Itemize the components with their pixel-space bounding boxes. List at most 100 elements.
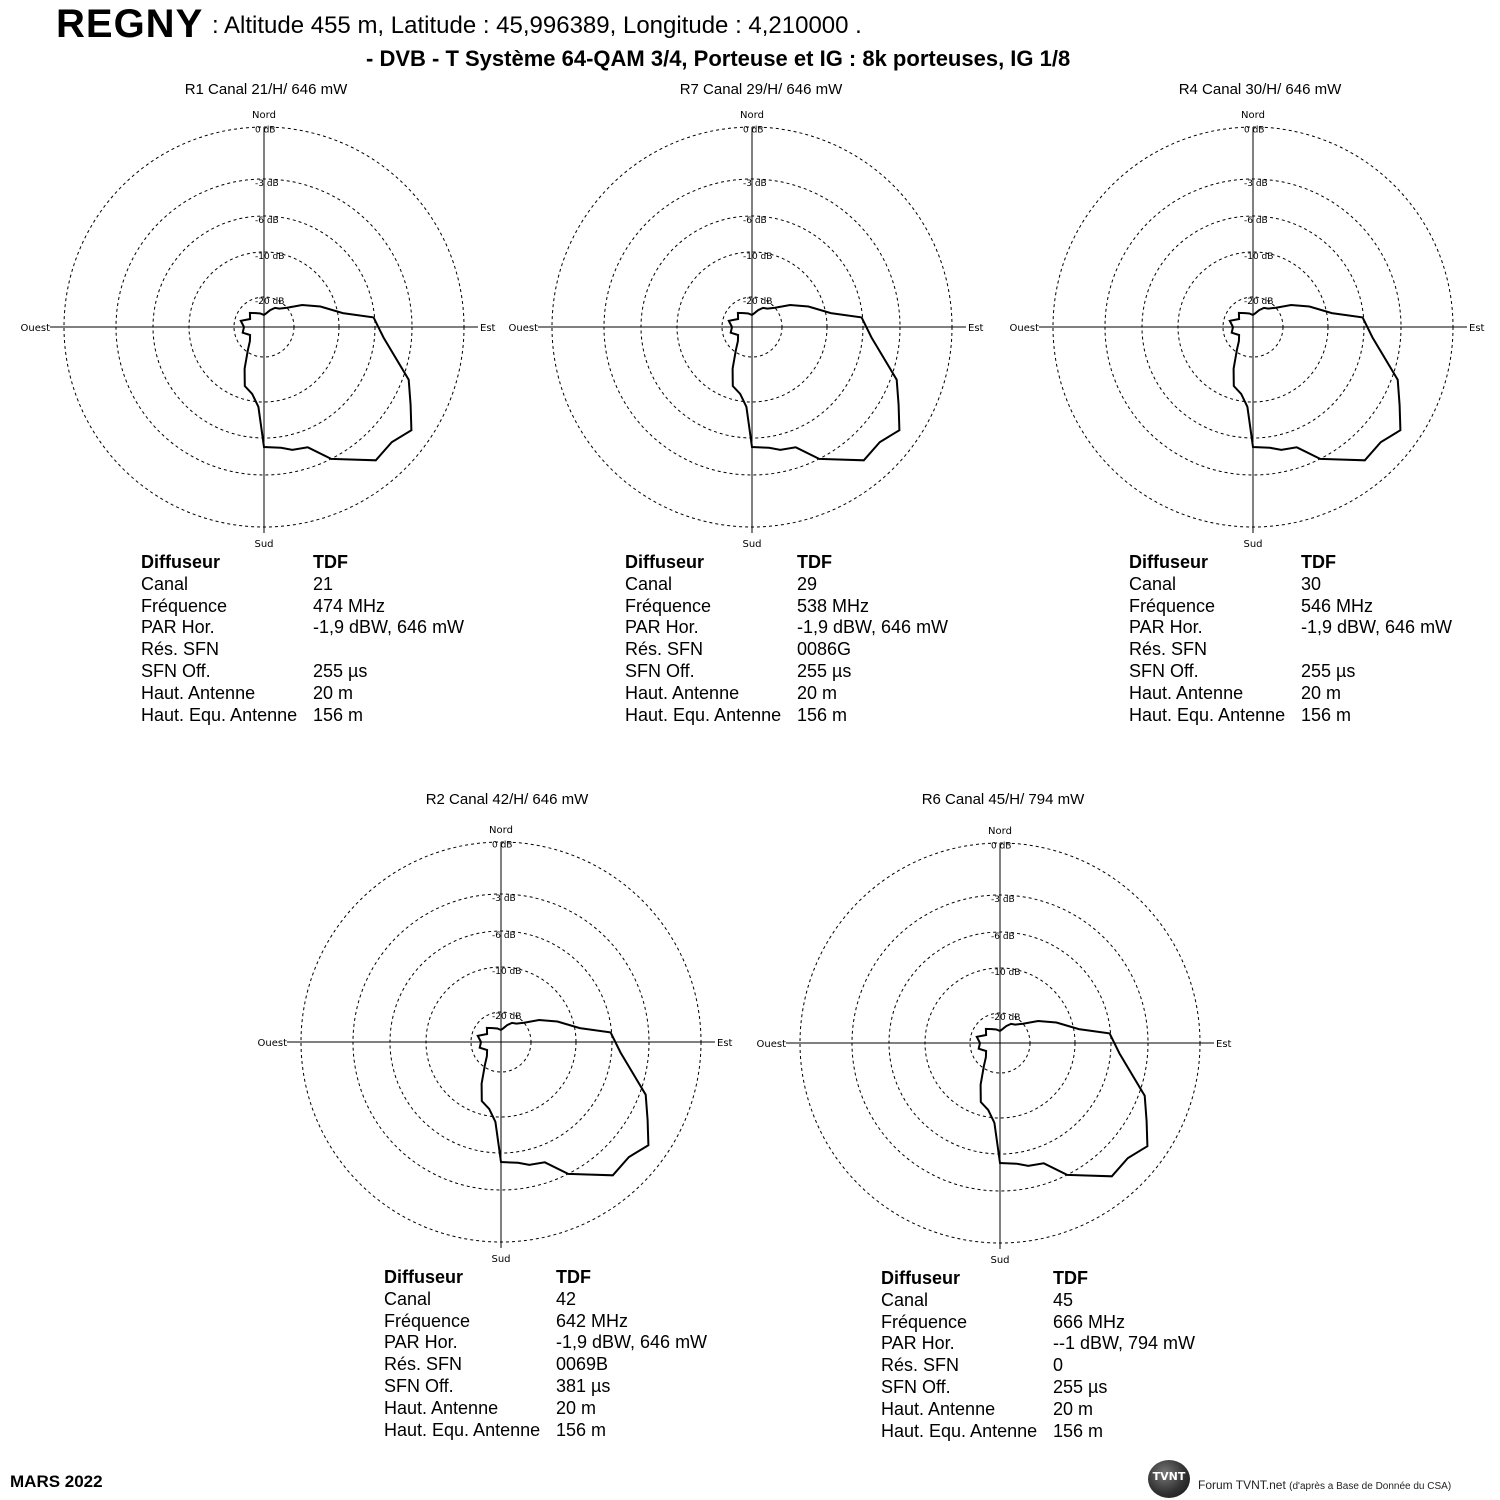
east-label: Est bbox=[968, 323, 984, 334]
info-value: TDF bbox=[1053, 1268, 1088, 1288]
info-key: Haut. Antenne bbox=[384, 1397, 499, 1418]
west-label: Ouest bbox=[21, 323, 51, 334]
db-ring-label: -3 dB bbox=[1244, 179, 1268, 189]
info-key: Diffuseur bbox=[881, 1268, 961, 1288]
info-key: Diffuseur bbox=[625, 552, 705, 572]
info-row: SFN Off.255 µs bbox=[141, 661, 464, 683]
info-value: 156 m bbox=[1301, 704, 1352, 725]
info-row: SFN Off.255 µs bbox=[625, 661, 948, 683]
chart-caption: R2 Canal 42/H/ 646 mW bbox=[425, 791, 589, 808]
east-label: Est bbox=[1216, 1039, 1232, 1050]
info-key: Fréquence bbox=[141, 595, 228, 616]
db-ring-label: 0 dB bbox=[743, 126, 763, 136]
info-key: Rés. SFN bbox=[881, 1355, 960, 1376]
info-value: TDF bbox=[556, 1267, 591, 1287]
chart-caption: R1 Canal 21/H/ 646 mW bbox=[184, 81, 348, 98]
info-key: Haut. Equ. Antenne bbox=[384, 1419, 541, 1440]
east-label: Est bbox=[1469, 323, 1485, 334]
west-label: Ouest bbox=[258, 1038, 288, 1049]
info-value: 156 m bbox=[313, 704, 364, 725]
info-key: Rés. SFN bbox=[384, 1354, 463, 1375]
system-description: - DVB - T Système 64-QAM 3/4, Porteuse e… bbox=[366, 46, 1071, 71]
info-key: Fréquence bbox=[1129, 595, 1216, 616]
info-row: Fréquence 474 MHz bbox=[141, 596, 464, 618]
db-ring-label: -6 dB bbox=[255, 216, 279, 226]
db-ring-label: -3 dB bbox=[492, 894, 516, 904]
info-key: SFN Off. bbox=[881, 1376, 951, 1397]
footer-date: MARS 2022 bbox=[10, 1472, 103, 1491]
chart-caption: R6 Canal 45/H/ 794 mW bbox=[921, 791, 1085, 808]
info-row: Diffuseur TDF bbox=[881, 1268, 1195, 1290]
info-value: 42 bbox=[556, 1288, 577, 1309]
info-row: SFN Off. 381 µs bbox=[384, 1376, 707, 1398]
db-ring-label: 0 dB bbox=[492, 841, 512, 851]
west-label: Ouest bbox=[757, 1039, 787, 1050]
info-value: 20 m bbox=[797, 682, 838, 703]
info-row: PAR Hor.--1 dBW, 794 mW bbox=[881, 1333, 1195, 1355]
radiation-pattern bbox=[1228, 303, 1402, 462]
info-value: 381 µs bbox=[556, 1375, 611, 1396]
site-name: REGNY bbox=[56, 2, 204, 46]
polar-plot: 0 dB-3 dB-6 dB-10 dB-20 dBNordSudEstOues… bbox=[21, 110, 496, 550]
db-ring-label: -20 dB bbox=[1244, 297, 1273, 307]
info-key: Canal bbox=[384, 1288, 432, 1309]
polar-plot: 0 dB-3 dB-6 dB-10 dB-20 dBNordSudEstOues… bbox=[757, 826, 1232, 1266]
info-key: Canal bbox=[1129, 573, 1177, 594]
north-label: Nord bbox=[489, 825, 513, 836]
db-ring-label: -20 dB bbox=[255, 297, 284, 307]
info-row: Haut. Antenne 20 m bbox=[625, 683, 948, 705]
info-value: --1 dBW, 794 mW bbox=[1053, 1333, 1196, 1354]
info-key: Haut. Equ. Antenne bbox=[625, 704, 782, 725]
info-key: Rés. SFN bbox=[141, 639, 220, 660]
db-ring-label: 0 dB bbox=[255, 126, 275, 136]
db-ring-label: -6 dB bbox=[1244, 216, 1268, 226]
info-row: Canal 29 bbox=[625, 574, 948, 596]
info-key: SFN Off. bbox=[1129, 660, 1199, 681]
site-coordinates: : Altitude 455 m, Latitude : 45,996389, … bbox=[212, 12, 862, 39]
info-key: PAR Hor. bbox=[1129, 617, 1203, 638]
north-label: Nord bbox=[1241, 110, 1265, 121]
info-value: 474 MHz bbox=[313, 595, 386, 616]
west-label: Ouest bbox=[1010, 323, 1040, 334]
info-value: 0 bbox=[1053, 1355, 1064, 1376]
info-key: Haut. Equ. Antenne bbox=[881, 1420, 1038, 1441]
info-key: Canal bbox=[625, 573, 673, 594]
info-value: 156 m bbox=[556, 1419, 607, 1440]
radiation-pattern bbox=[727, 303, 901, 462]
south-label: Sud bbox=[990, 1255, 1009, 1266]
info-key: PAR Hor. bbox=[384, 1332, 458, 1353]
info-key: Diffuseur bbox=[1129, 552, 1209, 572]
info-value: 29 bbox=[797, 573, 818, 594]
info-key: Haut. Antenne bbox=[625, 682, 740, 703]
info-value: -1,9 dBW, 646 mW bbox=[556, 1332, 708, 1353]
info-row: Haut. Equ. Antenne 156 m bbox=[141, 705, 464, 727]
info-key: SFN Off. bbox=[384, 1375, 454, 1396]
info-value: TDF bbox=[313, 552, 348, 572]
db-ring-label: -3 dB bbox=[743, 179, 767, 189]
db-ring-label: -10 dB bbox=[991, 968, 1020, 978]
info-value: 538 MHz bbox=[797, 595, 870, 616]
info-key: Haut. Equ. Antenne bbox=[141, 704, 298, 725]
info-value: -1,9 dBW, 646 mW bbox=[797, 617, 949, 638]
info-row: PAR Hor.-1,9 dBW, 646 mW bbox=[141, 617, 464, 639]
west-label: Ouest bbox=[509, 323, 539, 334]
db-ring-label: -10 dB bbox=[255, 252, 284, 262]
info-key: Canal bbox=[141, 573, 189, 594]
info-key: Canal bbox=[881, 1289, 929, 1310]
